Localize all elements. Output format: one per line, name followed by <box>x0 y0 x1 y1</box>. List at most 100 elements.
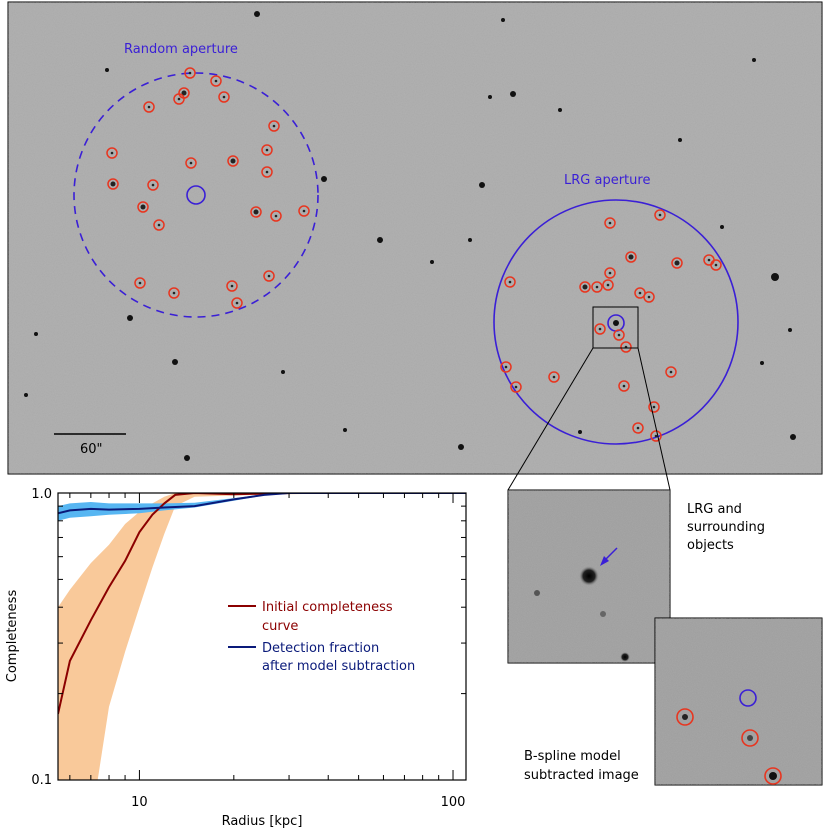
detection-marker <box>143 101 155 113</box>
random-aperture-center <box>186 185 206 205</box>
detection-marker <box>184 67 196 79</box>
star <box>501 18 505 22</box>
legend-initial-line2: curve <box>262 619 298 634</box>
detection-marker <box>648 401 660 413</box>
residual-source <box>747 735 753 741</box>
detection-marker <box>270 210 282 222</box>
source-dot <box>598 327 602 331</box>
star <box>127 315 133 321</box>
detection-marker <box>665 366 677 378</box>
star <box>458 444 464 450</box>
detection-marker <box>671 257 683 269</box>
inset-model-subtracted <box>654 617 823 786</box>
lrg-aperture-circle <box>493 199 739 445</box>
source-dot <box>157 223 161 227</box>
x-axis-label: Radius [kpc] <box>222 814 303 829</box>
source-dot <box>222 95 226 99</box>
residual-center-marker <box>739 689 757 707</box>
star <box>760 361 764 365</box>
star <box>510 91 516 97</box>
star <box>788 328 792 332</box>
source-dot <box>654 434 658 438</box>
detection-marker <box>710 259 722 271</box>
initial-completeness-line <box>58 493 466 715</box>
star <box>105 68 109 72</box>
y-tick-label-top: 1.0 <box>31 487 52 502</box>
detection-marker <box>625 251 637 263</box>
star <box>468 238 472 242</box>
x-tick-label-100: 100 <box>441 795 466 810</box>
detection-marker <box>261 166 273 178</box>
lrg-aperture-markers <box>500 209 722 442</box>
detection-fraction-band <box>58 493 466 521</box>
source-dot <box>628 254 634 260</box>
detection-marker <box>107 178 119 190</box>
source-dot <box>177 97 181 101</box>
detection-marker <box>591 281 603 293</box>
inset-faint-source <box>534 590 540 596</box>
uncertainty-bands <box>58 493 466 780</box>
detection-marker <box>250 206 262 218</box>
y-axis-label: Completeness <box>5 590 20 683</box>
completeness-chart: 1.0 0.1 10 100 Radius [kpc] Completeness… <box>5 487 467 829</box>
detection-fraction-line <box>58 493 466 515</box>
source-dot <box>214 79 218 83</box>
source-dot <box>595 285 599 289</box>
detection-marker <box>643 291 655 303</box>
source-dot <box>151 183 155 187</box>
source-dot <box>138 281 142 285</box>
detection-marker <box>185 157 197 169</box>
chart-legend: Initial completeness curve Detection fra… <box>228 600 415 674</box>
star <box>488 95 492 99</box>
detection-marker <box>594 323 606 335</box>
lrg-core <box>579 566 599 586</box>
star <box>479 182 485 188</box>
star <box>430 260 434 264</box>
inset-top-caption-line3: objects <box>687 538 734 553</box>
detection-marker <box>147 179 159 191</box>
source-dot <box>110 151 114 155</box>
inset-star <box>620 652 630 662</box>
x-tick-label-10: 10 <box>131 795 148 810</box>
source-dot <box>265 170 269 174</box>
source-dot <box>622 384 626 388</box>
detection-marker <box>604 217 616 229</box>
lrg-aperture-label: LRG aperture <box>564 173 650 188</box>
source-dot <box>253 209 259 215</box>
residual-marker <box>741 729 759 747</box>
star <box>24 393 28 397</box>
source-dot <box>636 426 640 430</box>
source-dot <box>647 295 651 299</box>
star <box>254 11 260 17</box>
detection-marker <box>173 93 185 105</box>
background-stars <box>24 11 796 461</box>
legend-initial-line1: Initial completeness <box>262 600 393 615</box>
source-dot <box>147 105 151 109</box>
detection-marker <box>579 281 591 293</box>
source-dot <box>230 158 236 164</box>
source-dot <box>638 291 642 295</box>
plot-frame <box>57 492 467 781</box>
residual-source <box>769 772 777 780</box>
detection-marker <box>153 219 165 231</box>
detection-marker <box>137 201 149 213</box>
detection-marker <box>218 91 230 103</box>
source-dot <box>230 284 234 288</box>
source-dot <box>714 263 718 267</box>
legend-detection-line2: after model subtraction <box>262 659 415 674</box>
star <box>578 430 582 434</box>
star <box>558 108 562 112</box>
residual-marker <box>764 767 782 785</box>
star <box>343 428 347 432</box>
source-dot <box>508 280 512 284</box>
detection-marker <box>210 75 222 87</box>
source-dot <box>302 209 306 213</box>
source-dot <box>617 333 621 337</box>
detection-marker <box>227 155 239 167</box>
detection-marker <box>613 329 625 341</box>
source-dot <box>669 370 673 374</box>
inset-bottom-caption-line2: subtracted image <box>524 768 639 783</box>
detection-marker <box>500 361 512 373</box>
source-dot <box>552 375 556 379</box>
